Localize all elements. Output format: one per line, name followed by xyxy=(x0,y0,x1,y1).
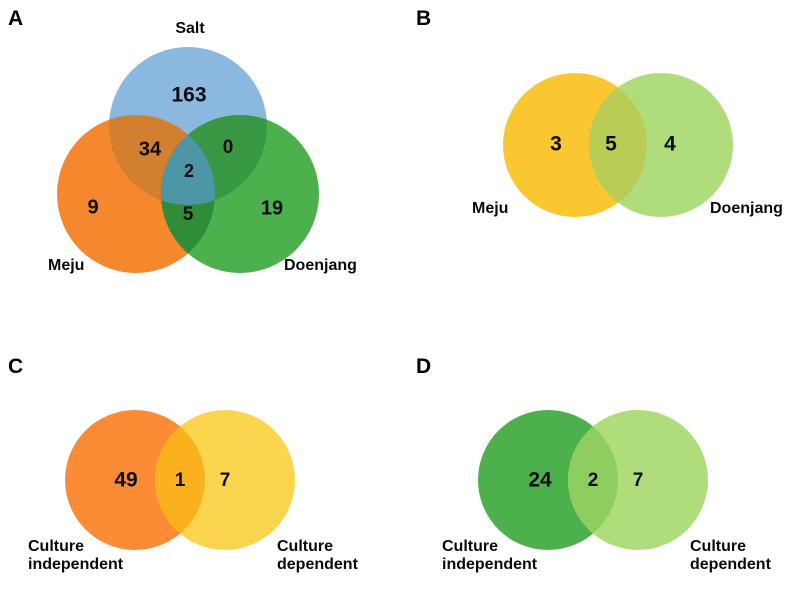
panel-c: C 49 1 7 Culture independent Culture dep… xyxy=(0,298,400,596)
label-d-right: Culture dependent xyxy=(690,538,771,573)
count-salt-doenjang: 0 xyxy=(223,137,234,158)
label-meju: Meju xyxy=(48,257,85,274)
panel-d-venn: 24 2 7 xyxy=(478,410,708,550)
panel-d: D 24 2 7 Culture independent Culture dep… xyxy=(400,298,800,596)
count-all-three: 2 xyxy=(184,161,194,181)
label-doenjang: Doenjang xyxy=(284,257,357,274)
label-b-right: Doenjang xyxy=(710,200,783,217)
count-d-right: 7 xyxy=(633,470,644,491)
panel-c-venn: 49 1 7 xyxy=(65,410,295,550)
panel-a: A xyxy=(0,0,400,298)
panel-b: B 3 5 4 Meju Doenjang xyxy=(400,0,800,298)
panel-b-venn: 3 5 4 xyxy=(503,73,733,217)
count-meju-doenjang: 5 xyxy=(183,204,194,225)
label-d-left: Culture independent xyxy=(442,538,538,573)
count-d-left: 24 xyxy=(528,469,552,492)
overlap-b xyxy=(589,73,647,217)
panel-c-letter: C xyxy=(8,355,24,378)
count-c-overlap: 1 xyxy=(175,470,186,491)
overlap-all-three xyxy=(161,115,215,205)
label-b-left: Meju xyxy=(472,200,509,217)
label-c-left: Culture independent xyxy=(28,538,124,573)
label-salt: Salt xyxy=(175,20,205,37)
panel-d-letter: D xyxy=(416,355,432,378)
panel-a-venn: 163 34 0 2 9 5 19 xyxy=(57,47,319,273)
count-salt-meju: 34 xyxy=(139,138,162,160)
count-meju-only: 9 xyxy=(87,196,98,218)
count-doenjang-only: 19 xyxy=(261,197,283,219)
label-c-right: Culture dependent xyxy=(277,538,358,573)
panel-a-letter: A xyxy=(8,7,24,30)
count-c-left: 49 xyxy=(114,469,137,492)
overlap-c xyxy=(155,410,205,550)
count-c-right: 7 xyxy=(220,470,231,491)
count-b-left: 3 xyxy=(550,133,562,156)
panel-b-letter: B xyxy=(416,7,432,30)
overlap-d xyxy=(568,410,618,550)
count-b-right: 4 xyxy=(664,133,676,156)
count-salt-only: 163 xyxy=(171,84,206,107)
count-b-overlap: 5 xyxy=(605,133,617,156)
count-d-overlap: 2 xyxy=(588,470,599,491)
